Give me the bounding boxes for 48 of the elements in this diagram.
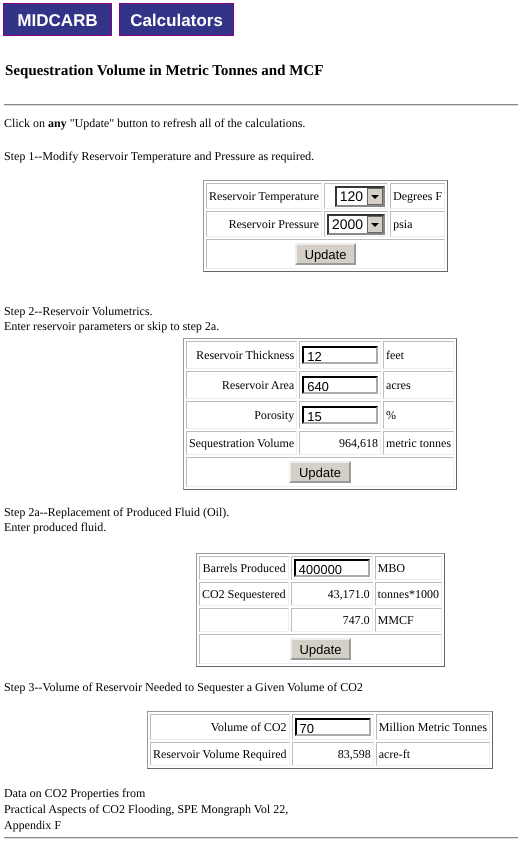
field-label: Sequestration Volume xyxy=(186,431,298,455)
step-text: Enter reservoir parameters or skip to step 2a. xyxy=(4,319,220,334)
field-label: Barrels Produced xyxy=(199,556,289,580)
result-value: 747.0 xyxy=(290,608,373,632)
unit-label: MBO xyxy=(374,556,442,580)
input-field: 70 xyxy=(294,718,371,736)
input-field: 12 xyxy=(302,346,378,364)
unit-label: acre-ft xyxy=(376,742,490,766)
result-value: 43,171.0 xyxy=(290,582,373,606)
unit-label: Million Metric Tonnes xyxy=(376,714,490,740)
source-note: Appendix F xyxy=(4,818,61,833)
source-note: Practical Aspects of CO2 Flooding, SPE Mongraph Vol 22, xyxy=(4,802,288,817)
step-text: Step 1--Modify Reservoir Temperature and Pressure as required. xyxy=(4,149,314,164)
update-button: Update xyxy=(294,243,356,265)
unit-label: psia xyxy=(390,211,446,237)
step-text: Step 3--Volume of Reservoir Needed to Sequester a Given Volume of CO2 xyxy=(4,680,363,695)
dropdown-field: 2000 xyxy=(326,214,386,234)
field-label: Reservoir Thickness xyxy=(186,341,298,369)
header-tab: MIDCARB xyxy=(3,3,112,36)
update-button: Update xyxy=(290,638,352,660)
instruction-text: Click on any "Update" button to refresh all of the calculations. xyxy=(4,116,306,131)
source-note: Data on CO2 Properties from xyxy=(4,786,146,801)
result-value: 83,598 xyxy=(292,742,374,766)
dropdown-field: 120 xyxy=(334,186,386,206)
unit-label: tonnes*1000 xyxy=(374,582,442,606)
field-label: Reservoir Temperature xyxy=(206,183,322,209)
step-text: Step 2--Reservoir Volumetrics. xyxy=(4,304,153,319)
field-label: Reservoir Pressure xyxy=(206,211,322,237)
unit-label: feet xyxy=(383,341,454,369)
unit-label: MMCF xyxy=(374,608,442,632)
field-label: Porosity xyxy=(186,401,298,429)
page-heading: Sequestration Volume in Metric Tonnes and MCF xyxy=(5,63,324,80)
input-field: 640 xyxy=(302,376,378,394)
header-tab: Calculators xyxy=(119,3,234,36)
unit-label: metric tonnes xyxy=(383,431,454,455)
field-label: Reservoir Area xyxy=(186,371,298,399)
field-label: Reservoir Volume Required xyxy=(150,742,290,766)
unit-label: % xyxy=(383,401,454,429)
unit-label: acres xyxy=(383,371,454,399)
input-field: 15 xyxy=(302,406,378,424)
result-value: 964,618 xyxy=(299,431,382,455)
update-button: Update xyxy=(289,461,351,483)
unit-label: Degrees F xyxy=(390,183,446,209)
field-label: Volume of CO2 xyxy=(150,714,290,740)
step-text: Enter produced fluid. xyxy=(4,520,106,535)
step-text: Step 2a--Replacement of Produced Fluid (Oil). xyxy=(4,505,230,520)
input-field: 400000 xyxy=(294,559,370,577)
field-label: CO2 Sequestered xyxy=(199,582,289,606)
